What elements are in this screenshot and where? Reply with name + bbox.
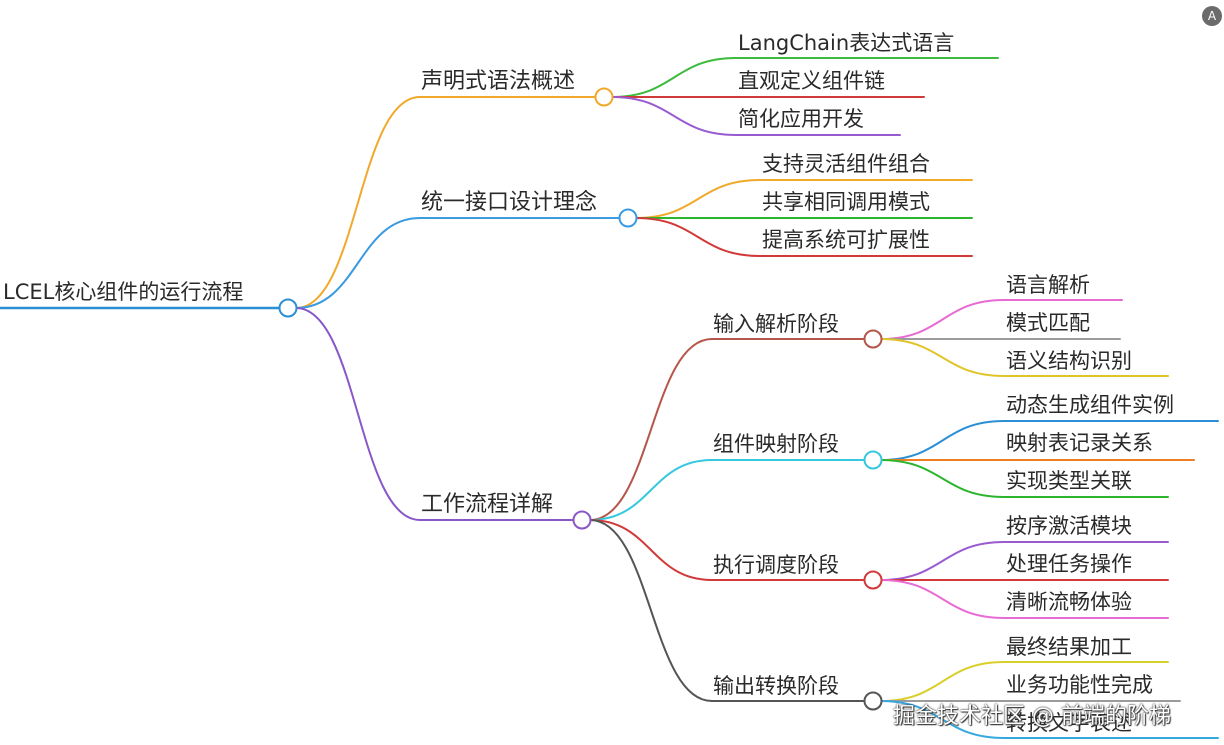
stage-output-item-2: 业务功能性完成	[1006, 673, 1153, 697]
branch-syntax-label: 声明式语法概述	[421, 69, 576, 94]
stage-execution-item-2: 处理任务操作	[1006, 552, 1132, 576]
stage-input-item-1: 语言解析	[1006, 273, 1090, 297]
root-node-label: LCEL核心组件的运行流程	[3, 280, 244, 304]
syntax-item-1: LangChain表达式语言	[738, 31, 955, 55]
stage-input-label: 输入解析阶段	[713, 312, 839, 336]
stage-mapping-item-3-connector	[880, 459, 1005, 498]
stage-input-toggle[interactable]	[863, 329, 883, 349]
branch-interface-toggle[interactable]	[618, 208, 638, 228]
stage-mapping-item-1-connector	[880, 420, 1005, 461]
stage-output-connector	[589, 519, 713, 702]
stage-execution-item-3: 清晰流畅体验	[1006, 590, 1132, 614]
stage-execution-item-1: 按序激活模块	[1006, 514, 1132, 538]
stage-output-label: 输出转换阶段	[713, 674, 839, 698]
translate-icon[interactable]: A	[1202, 6, 1222, 26]
interface-item-1: 支持灵活组件组合	[762, 152, 930, 176]
root-toggle[interactable]	[278, 298, 298, 318]
stage-output-item-3: 转换文字表述	[1006, 711, 1132, 735]
branch-syntax-connector	[295, 96, 421, 309]
watermark-text: 掘金技术社区 @ 前端的阶梯	[893, 704, 1171, 729]
interface-item-3-connector	[635, 217, 761, 257]
branch-syntax-toggle[interactable]	[594, 87, 614, 107]
branch-workflow-label: 工作流程详解	[421, 492, 554, 517]
stage-mapping-item-3: 实现类型关联	[1006, 469, 1132, 493]
syntax-item-3-connector	[611, 96, 737, 136]
syntax-item-1-connector	[611, 57, 737, 98]
branch-interface-label: 统一接口设计理念	[421, 190, 598, 215]
stage-execution-item-1-connector	[880, 541, 1005, 581]
interface-item-2: 共享相同调用模式	[762, 190, 930, 214]
stage-execution-toggle[interactable]	[863, 570, 883, 590]
stage-input-item-2: 模式匹配	[1006, 311, 1090, 335]
stage-output-item-1-connector	[880, 661, 1005, 702]
syntax-item-2: 直观定义组件链	[738, 69, 885, 93]
stage-input-item-1-connector	[880, 299, 1005, 340]
branch-workflow-connector	[295, 307, 421, 521]
stage-output-item-3-connector	[880, 700, 1005, 739]
stage-execution-label: 执行调度阶段	[713, 553, 839, 577]
stage-mapping-label: 组件映射阶段	[713, 432, 839, 456]
interface-item-3: 提高系统可扩展性	[762, 228, 930, 252]
stage-input-item-3-connector	[880, 338, 1005, 377]
stage-mapping-toggle[interactable]	[863, 450, 883, 470]
stage-input-item-3: 语义结构识别	[1006, 349, 1132, 373]
stage-output-toggle[interactable]	[863, 691, 883, 711]
stage-input-connector	[589, 338, 713, 521]
stage-mapping-item-2: 映射表记录关系	[1006, 431, 1153, 455]
branch-workflow-toggle[interactable]	[572, 510, 592, 530]
stage-mapping-item-1: 动态生成组件实例	[1006, 393, 1174, 417]
branch-interface-connector	[295, 217, 421, 309]
interface-item-1-connector	[635, 179, 761, 219]
stage-execution-item-3-connector	[880, 579, 1005, 619]
syntax-item-3: 简化应用开发	[738, 107, 864, 131]
stage-mapping-connector	[589, 459, 713, 521]
stage-execution-connector	[589, 519, 713, 581]
stage-output-item-1: 最终结果加工	[1006, 635, 1132, 659]
